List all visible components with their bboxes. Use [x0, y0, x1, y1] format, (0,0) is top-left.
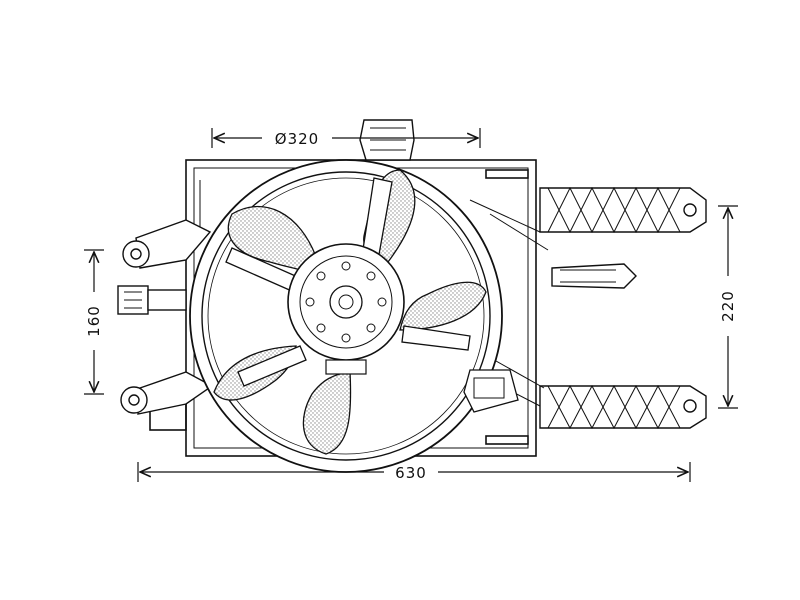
- right-tab: [551, 263, 637, 289]
- connector-icon: [463, 369, 519, 413]
- dimension-width-label: 630: [395, 464, 427, 482]
- right-bracket-upper: [539, 186, 707, 234]
- left-mount-lower: [120, 371, 214, 415]
- dimension-right-height-label: 220: [719, 290, 737, 322]
- dimension-width: [137, 462, 691, 482]
- dimension-diameter: [211, 128, 481, 148]
- dimension-left-height-label: 160: [85, 305, 103, 337]
- dimension-left-height: [84, 249, 104, 395]
- hub-holes: [305, 261, 387, 343]
- fan-icon: [189, 159, 503, 473]
- dimension-diameter-label: Ø320: [275, 130, 319, 148]
- left-mount-upper: [122, 219, 212, 269]
- dimension-right-height: [718, 205, 738, 409]
- left-plug: [117, 285, 187, 315]
- motor-struts: [225, 177, 471, 387]
- top-connector-housing: [359, 119, 415, 161]
- right-bracket-lower: [539, 384, 707, 430]
